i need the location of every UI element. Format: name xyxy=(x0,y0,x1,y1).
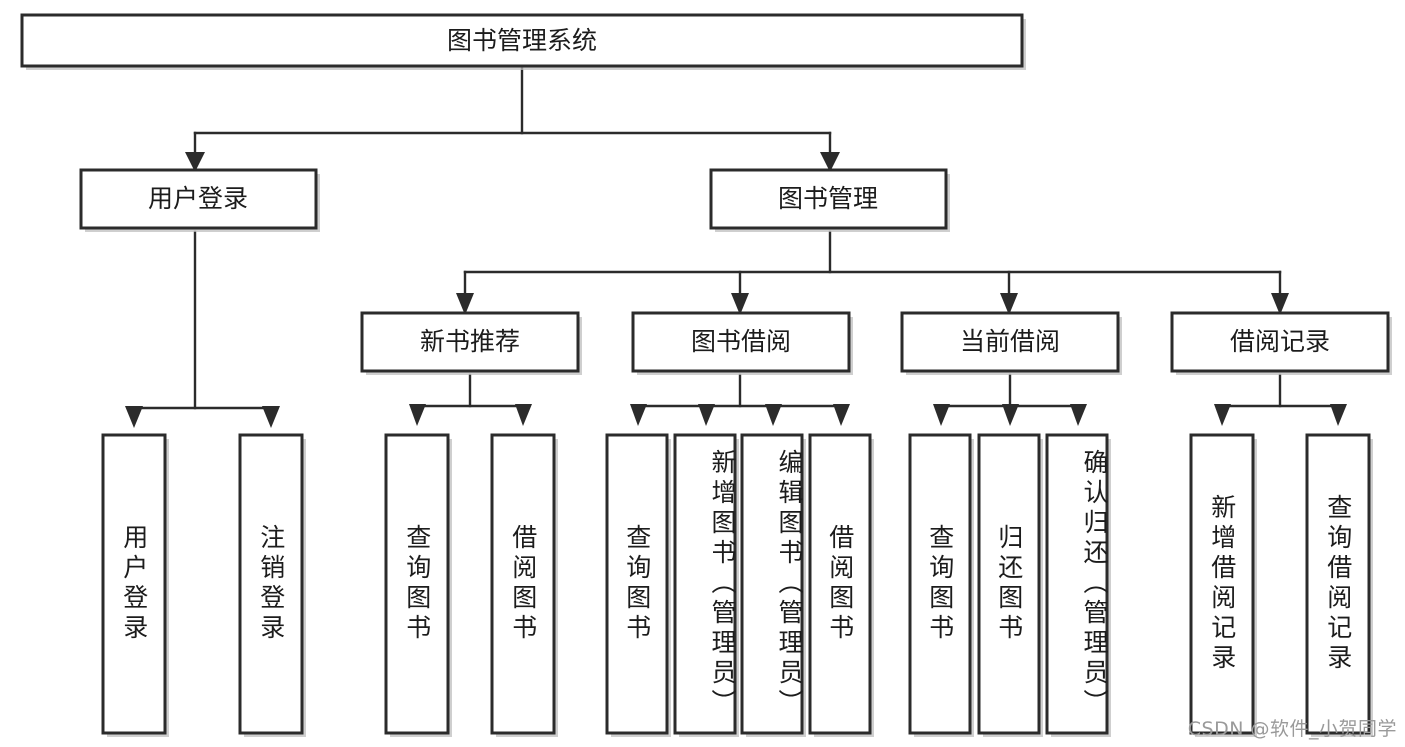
node-layer: 图书管理系统 用户登录 图书管理 新书推荐 图书借阅 当前借阅 借阅记录 xyxy=(20,13,1392,737)
leaf-query-book-2-box[interactable] xyxy=(605,433,669,735)
leaf-borrow-book-1-box[interactable] xyxy=(490,433,556,735)
arrowhead-leaf-edit-book xyxy=(765,404,782,426)
book-borrow-node-box[interactable] xyxy=(631,311,851,373)
leaf-add-book-box[interactable] xyxy=(673,433,737,735)
arrowhead-book-management xyxy=(820,152,840,172)
borrow-record-node-label: 借阅记录 xyxy=(1230,327,1330,356)
arrowhead-user-login xyxy=(185,152,205,172)
user-login-node-box[interactable] xyxy=(79,168,318,230)
new-book-recommend-node-label: 新书推荐 xyxy=(420,327,520,356)
leaf-user-login-box[interactable] xyxy=(101,433,167,735)
arrowhead-layer xyxy=(125,152,1347,428)
csdn-watermark: CSDN @软件_小贺同学 xyxy=(1187,718,1397,740)
leaf-user-logout-box[interactable] xyxy=(238,433,304,735)
arrowhead-leaf-query-book-3 xyxy=(933,404,950,426)
leaf-borrow-book-2-box[interactable] xyxy=(808,433,872,735)
leaf-confirm-return-box[interactable] xyxy=(1045,433,1109,735)
arrowhead-leaf-query-book-2 xyxy=(630,404,647,426)
root-node-label: 图书管理系统 xyxy=(447,26,597,55)
arrowhead-borrow-record xyxy=(1271,293,1289,315)
leaf-query-book-1-box[interactable] xyxy=(384,433,450,735)
user-login-node-label: 用户登录 xyxy=(148,184,248,213)
arrowhead-leaf-add-record xyxy=(1214,404,1231,426)
borrow-record-node-box[interactable] xyxy=(1170,311,1390,373)
leaf-query-record-box[interactable] xyxy=(1305,433,1371,735)
arrowhead-book-borrow xyxy=(731,293,749,315)
leaf-add-record-box[interactable] xyxy=(1189,433,1255,735)
book-management-node-label: 图书管理 xyxy=(778,184,878,213)
arrowhead-leaf-query-book-1 xyxy=(409,404,426,426)
new-book-recommend-node-box[interactable] xyxy=(360,311,580,373)
arrowhead-leaf-confirm-return xyxy=(1070,404,1087,426)
current-borrow-node-label: 当前借阅 xyxy=(960,327,1060,356)
arrowhead-leaf-return-book xyxy=(1002,404,1019,426)
arrowhead-leaf-query-record xyxy=(1330,404,1347,426)
arrowhead-leaf-borrow-book-2 xyxy=(833,404,850,426)
book-management-node-box[interactable] xyxy=(709,168,948,230)
leaf-edit-book-box[interactable] xyxy=(740,433,804,735)
arrowhead-leaf-user-logout xyxy=(262,406,280,428)
leaf-return-book-box[interactable] xyxy=(977,433,1041,735)
current-borrow-node-box[interactable] xyxy=(900,311,1120,373)
arrowhead-new-book-recommend xyxy=(456,293,474,315)
arrowhead-leaf-borrow-book-1 xyxy=(515,404,532,426)
book-borrow-node-label: 图书借阅 xyxy=(691,327,791,356)
arrowhead-leaf-user-login xyxy=(125,406,143,428)
leaf-query-book-3-box[interactable] xyxy=(908,433,972,735)
arrowhead-current-borrow xyxy=(1000,293,1018,315)
root-node-box[interactable] xyxy=(20,13,1024,68)
arrowhead-leaf-add-book xyxy=(698,404,715,426)
